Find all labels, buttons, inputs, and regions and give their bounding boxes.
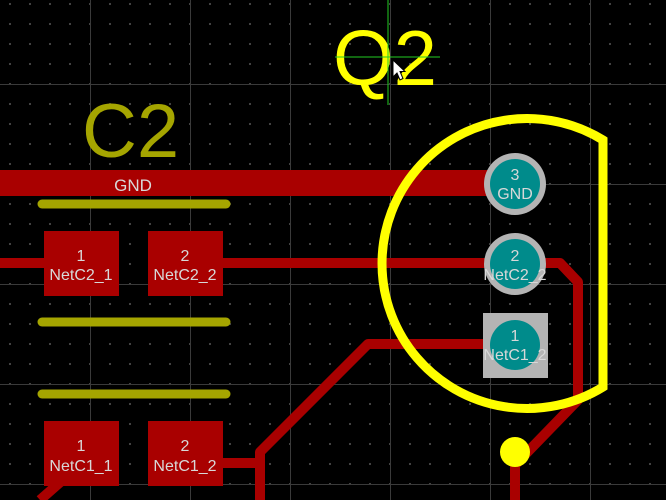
pin-number: 1 — [511, 328, 520, 345]
pin-number: 3 — [511, 167, 520, 184]
designator-q2[interactable]: Q2 — [333, 14, 437, 102]
pin-net-label: NetC1_2 — [483, 347, 546, 364]
pad-number: 1 — [77, 438, 86, 455]
q2-pin-3[interactable]: 3 GND — [484, 153, 546, 215]
c2-silkscreen — [37, 199, 231, 399]
pad-net-label: NetC1_1 — [49, 458, 112, 475]
crosshair-cursor — [335, 0, 440, 105]
arrow-cursor-icon — [392, 58, 407, 81]
pin1-marker-dot — [500, 437, 530, 467]
pad-number: 2 — [181, 248, 190, 265]
c1-pad-2[interactable]: 2 NetC1_2 — [148, 421, 223, 486]
c2-pad-1[interactable]: 1 NetC2_1 — [44, 231, 119, 296]
q2-pin-1[interactable]: 1 NetC1_2 — [483, 313, 548, 378]
designator-c2[interactable]: C2 — [82, 89, 179, 174]
pad-net-label: NetC2_2 — [153, 267, 216, 284]
pin-number: 2 — [511, 248, 520, 265]
trace-netc1-2[interactable] — [255, 339, 515, 500]
c1-pad-1[interactable]: 1 NetC1_1 — [44, 421, 119, 486]
pin-net-label: GND — [497, 186, 533, 203]
pad-net-label: NetC1_2 — [153, 458, 216, 475]
pad-number: 2 — [181, 438, 190, 455]
pad-number: 1 — [77, 248, 86, 265]
c2-pad-2[interactable]: 2 NetC2_2 — [148, 231, 223, 296]
q2-body-outline[interactable] — [377, 114, 608, 413]
pad-net-label: NetC2_1 — [49, 267, 112, 284]
pin-net-label: NetC2_2 — [483, 267, 546, 284]
net-label-gnd: GND — [114, 176, 152, 195]
q2-pin-2[interactable]: 2 NetC2_2 — [483, 233, 547, 295]
